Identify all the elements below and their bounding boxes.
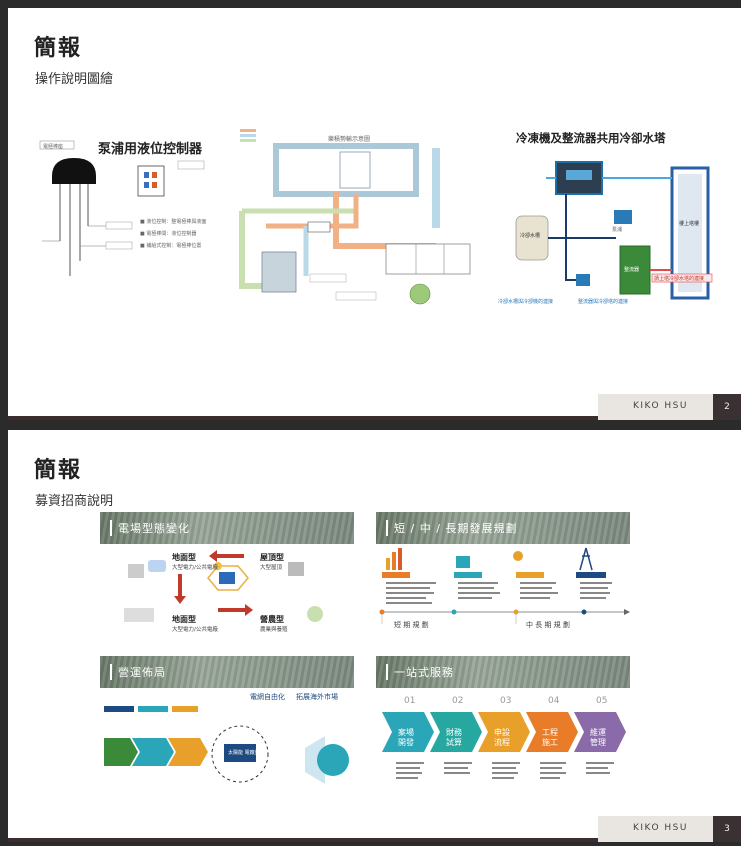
pump-legend-1: ■ 液位控制：整電極棒與液面 [140, 219, 207, 225]
step-4: 工程 施工 [542, 728, 558, 747]
pump-diagram-graphic [39, 140, 205, 276]
center-label: 太陽能 電廠資產 [228, 750, 265, 756]
pump-label: 泵浦 [612, 227, 623, 233]
pump-legend-2: ■ 電極棒間：液位控制器 [140, 231, 197, 237]
page-number: 3 [713, 816, 741, 842]
type-roof: 屋頂型 [260, 553, 284, 562]
cooling-tower-diagram: 冷凍機及整流器共用冷卻水塔 冷卻水槽 樓上塔樓 泵浦 整流器 冷卻水槽與冷卻機的… [486, 130, 721, 315]
caption-red: 請上塔冷卻水塔的連接 [654, 276, 705, 282]
slide-footer: KIKO HSU 2 [8, 394, 741, 420]
slide-title: 簡報 [34, 458, 83, 483]
type-ground-2: 地面型 [172, 615, 196, 624]
tag-liberalization: 電網自由化 [250, 693, 285, 701]
page-number: 2 [713, 394, 741, 420]
market-graphic [124, 550, 323, 622]
cooling-tower-graphic [515, 161, 713, 300]
type-ground-1: 地面型 [172, 553, 196, 562]
planning-short-term: 短 期 規 劃 [394, 621, 429, 629]
caption-right: 整流器與冷卻塔的連接 [578, 299, 629, 305]
footer-brand: KIKO HSU [633, 401, 688, 411]
tag-overseas: 拓展海外市場 [296, 693, 338, 701]
cooling-tower-title: 冷凍機及整流器共用冷卻水塔 [516, 131, 666, 145]
planning-graphic [379, 547, 630, 624]
type-agri: 營農型 [260, 615, 284, 624]
type-agri-sub: 農業與養殖 [260, 627, 288, 633]
step-number-3: 03 [500, 696, 512, 706]
planning-long-term: 中 長 期 規 劃 [526, 621, 570, 629]
pump-controller-diagram: 泵浦用液位控制器 電極棒座 ■ 液位控制：整電極棒與液面 ■ 電極棒間：液位控制… [38, 136, 238, 286]
slide-3: 簡報 募資招商說明 電場型態變化 地面型 大型電力/公共電廠 屋頂型 大型屋 [8, 430, 741, 842]
layout-graphic [104, 706, 349, 784]
footer-brand: KIKO HSU [633, 823, 688, 833]
slide-subtitle: 募資招商說明 [35, 494, 114, 509]
plumbing-diagram: 樂積勢輸示意圖 [236, 126, 486, 306]
step-number-2: 02 [452, 696, 464, 706]
panel-title: 一站式服務 [394, 666, 454, 679]
pump-legend-3: ■ 補給式控制：電極棒位置 [140, 243, 202, 249]
sensor-label: 電極棒座 [43, 144, 64, 150]
type-ground-1-sub: 大型電力/公共電廠 [172, 565, 218, 571]
step-number-5: 05 [596, 696, 608, 706]
step-3: 申設 流程 [494, 728, 510, 747]
step-number-1: 01 [404, 696, 416, 706]
caption-left: 冷卻水槽與冷卻機的連接 [498, 299, 554, 305]
slide-footer: KIKO HSU 3 [8, 816, 741, 842]
plumbing-title: 樂積勢輸示意圖 [328, 136, 371, 143]
step-2: 財務 試算 [446, 728, 462, 747]
rectifier-label: 整流器 [624, 267, 640, 273]
tower-label: 樓上塔樓 [679, 221, 700, 227]
panel-market: 電場型態變化 地面型 大型電力/公共電廠 屋頂型 大型屋頂 地面型 大型電力/公… [100, 512, 354, 646]
slide-subtitle: 操作說明圖繪 [35, 72, 114, 87]
type-ground-2-sub: 大型電力/公共電廠 [172, 627, 218, 633]
step-1: 案場 開發 [398, 728, 414, 747]
step-5: 維運 管理 [590, 728, 606, 747]
panel-layout: 營運佈局 電網自由化 拓展海外市場 太陽能 電廠資產 [100, 656, 354, 796]
pump-diagram-title: 泵浦用液位控制器 [98, 142, 203, 157]
step-number-4: 04 [548, 696, 560, 706]
panel-planning: 短 / 中 / 長期發展規劃 [376, 512, 630, 646]
slide-title: 簡報 [34, 36, 83, 61]
panel-title: 電場型態變化 [118, 522, 190, 535]
panel-title: 短 / 中 / 長期發展規劃 [394, 522, 518, 535]
panel-title: 營運佈局 [118, 666, 166, 679]
service-graphic [382, 712, 626, 779]
type-roof-sub: 大型屋頂 [260, 565, 283, 571]
panel-service: 一站式服務 01 02 03 04 05 案場 開發 [376, 656, 630, 796]
plumbing-graphic [239, 129, 471, 305]
slide-2: 簡報 操作說明圖繪 泵浦用液位控制器 電極棒座 ■ 液位控制：整電極棒與液面 ■… [8, 8, 741, 420]
tank-label: 冷卻水槽 [520, 233, 541, 239]
